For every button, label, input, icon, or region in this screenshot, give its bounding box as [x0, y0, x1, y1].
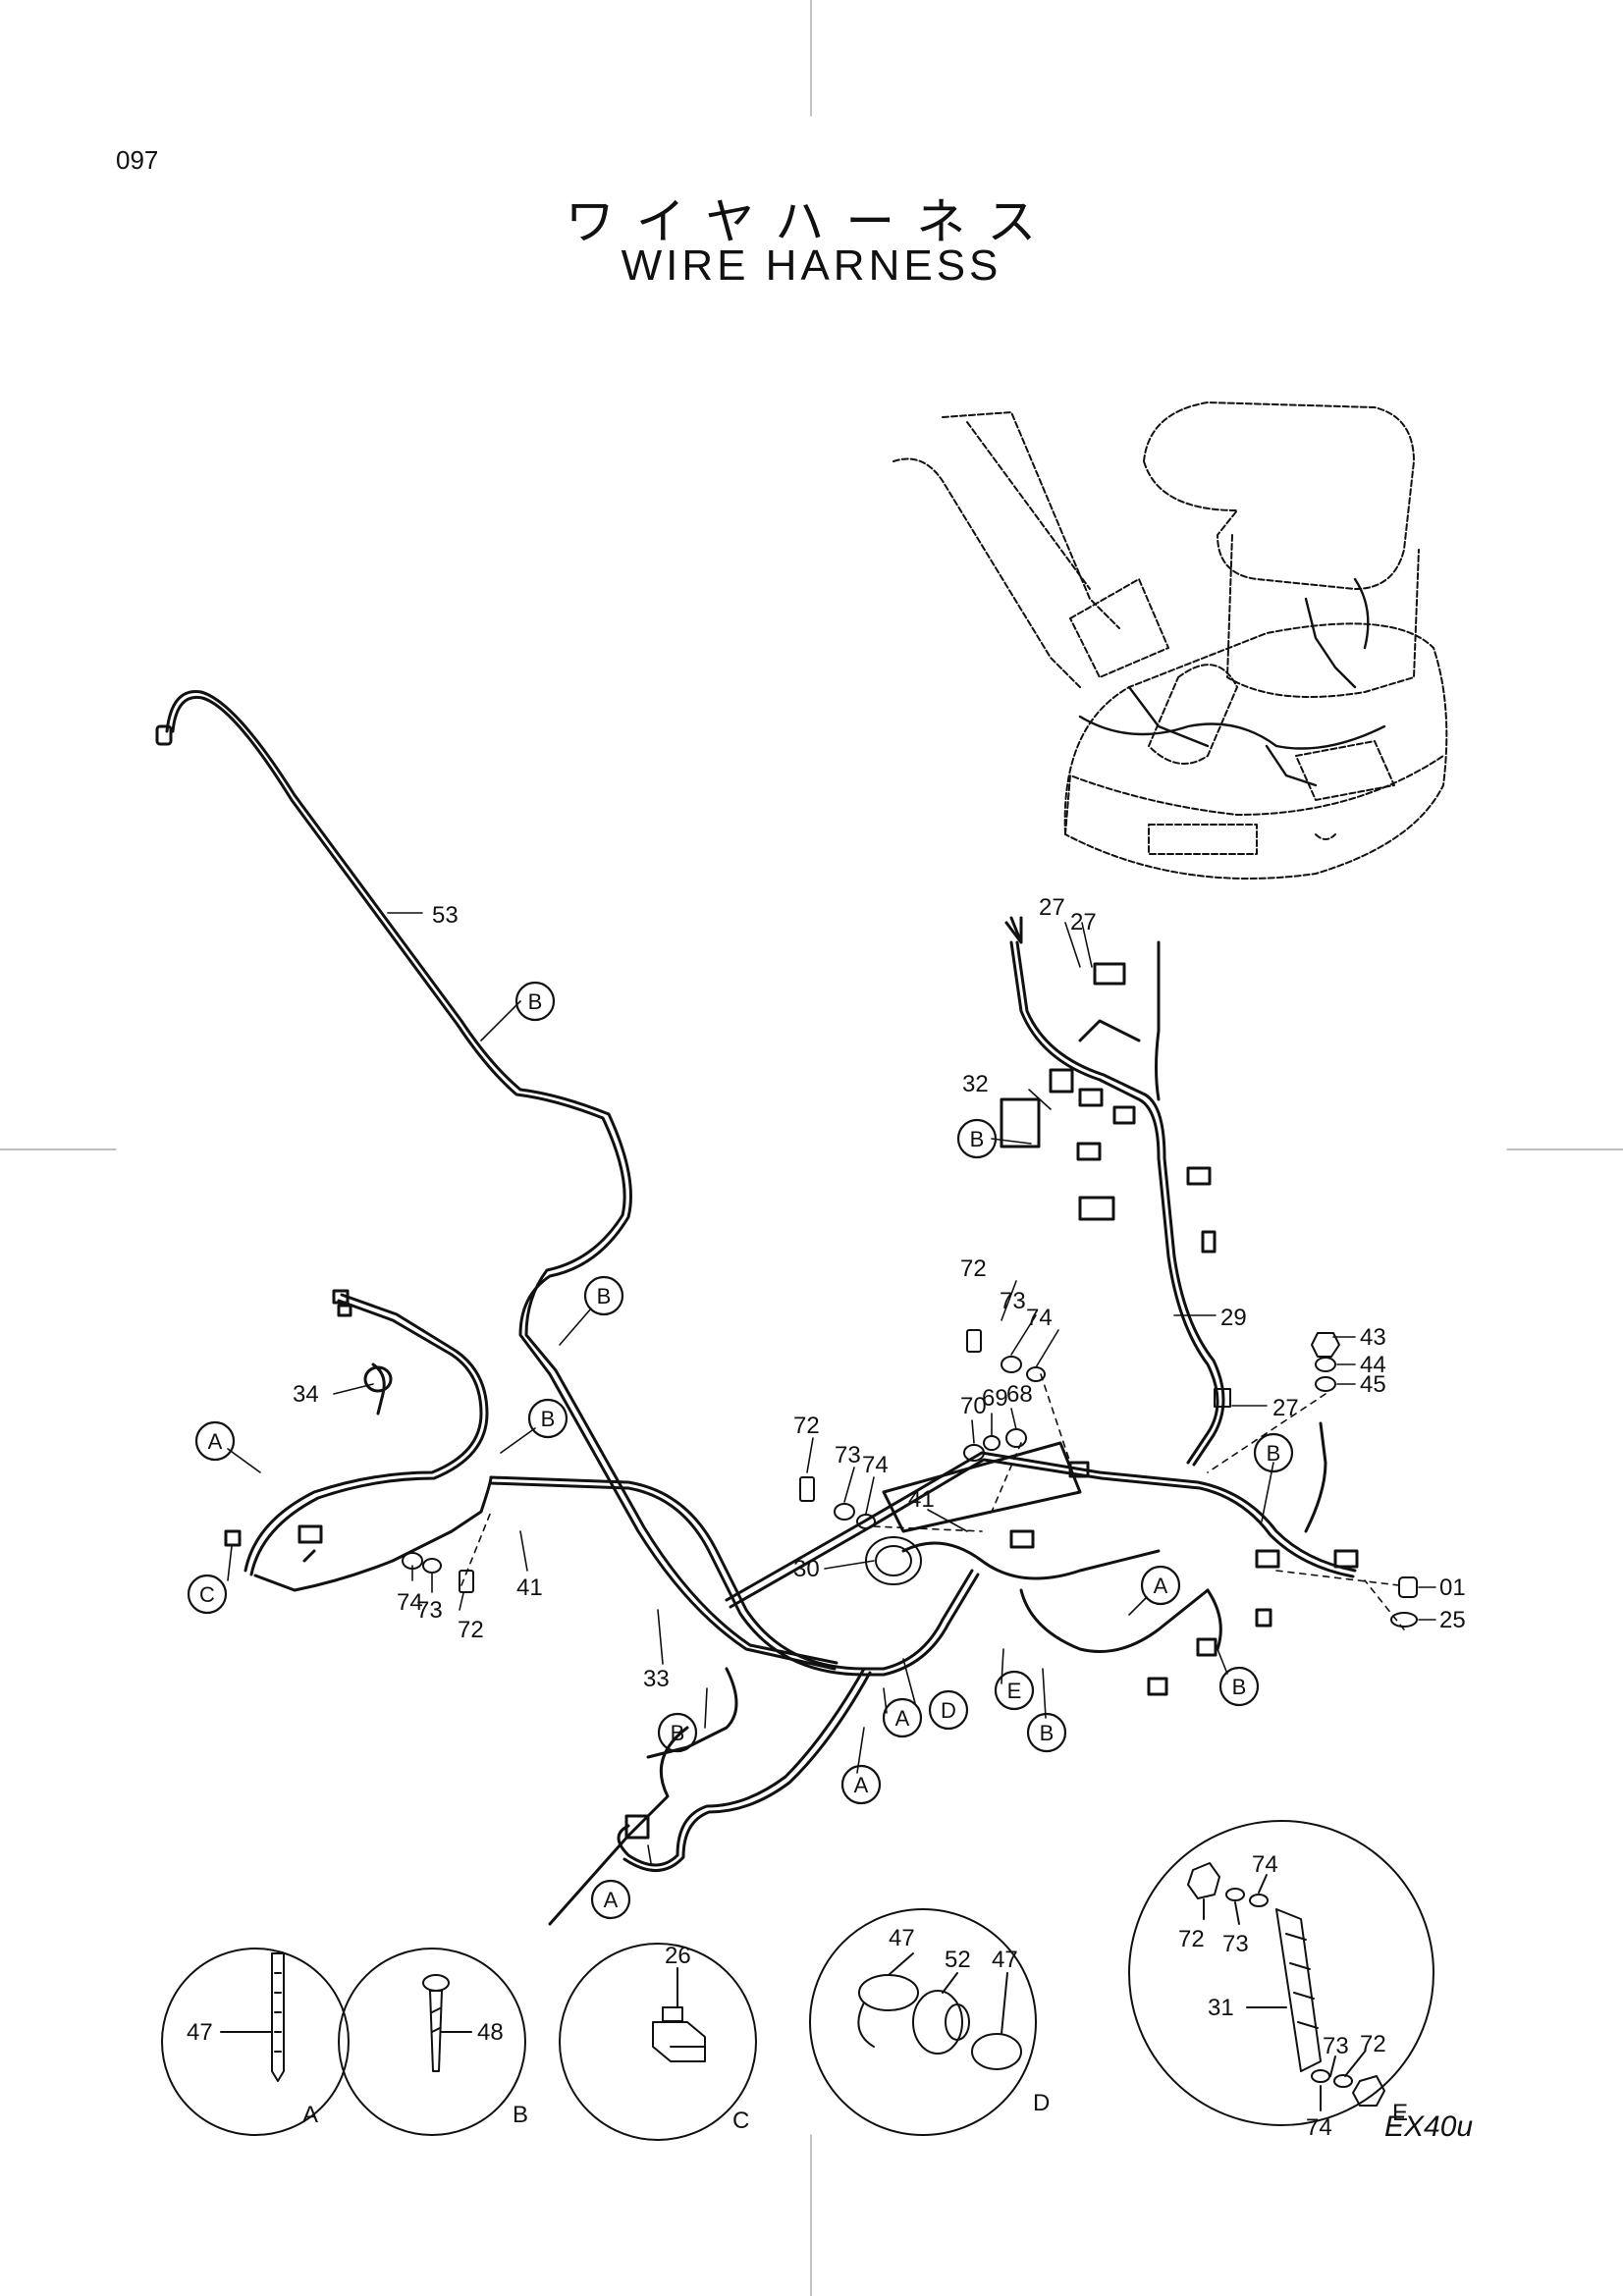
detail-d-label: D	[1033, 2090, 1050, 2116]
callout-44: 44	[1360, 1352, 1386, 1378]
ref-b-1: B	[528, 989, 543, 1014]
callout-leaders	[333, 912, 1436, 1665]
detail-b-clip	[422, 1974, 472, 2072]
harness-29	[1000, 916, 1225, 1467]
excavator-overview-illustration	[893, 401, 1448, 880]
ref-circles	[187, 981, 1294, 1920]
callout-25: 25	[1439, 1607, 1466, 1633]
callout-01: 01	[1439, 1575, 1466, 1601]
overview-harness-wires	[1078, 577, 1386, 787]
ref-b-4: B	[970, 1127, 985, 1151]
callout-45: 45	[1360, 1371, 1386, 1398]
callout-27-a: 27	[1039, 894, 1065, 921]
callout-74-b: 74	[862, 1452, 889, 1478]
ref-a-1: A	[208, 1429, 223, 1454]
callout-32: 32	[962, 1071, 989, 1097]
callout-33: 33	[643, 1666, 670, 1692]
detail-d-part-left: 47	[889, 1925, 915, 1951]
title-english: WIRE HARNESS	[621, 241, 1002, 290]
harness-lower-branch	[617, 1667, 872, 1872]
ref-d-1: D	[941, 1698, 956, 1723]
detail-e-ground-strap	[1187, 1862, 1385, 2111]
ref-b-6: B	[671, 1721, 685, 1745]
ref-a-3: A	[895, 1706, 910, 1731]
ref-b-8: B	[1040, 1721, 1055, 1745]
main-harness	[725, 1421, 1359, 1696]
callout-68: 68	[1006, 1381, 1033, 1408]
detail-e-73-a: 73	[1222, 1931, 1249, 1957]
detail-b-label: B	[513, 2102, 528, 2128]
detail-e-74-a: 74	[1252, 1851, 1278, 1878]
callout-73-c: 73	[416, 1597, 443, 1624]
detail-e-72-b: 72	[1360, 2031, 1386, 2057]
detail-d-part-right: 47	[992, 1947, 1018, 1973]
detail-b-part: 48	[477, 2019, 504, 2046]
callout-73-b: 73	[835, 1442, 861, 1468]
callout-34: 34	[293, 1381, 319, 1408]
detail-c-label: C	[732, 2108, 749, 2134]
callout-69: 69	[982, 1385, 1008, 1412]
detail-d-grommet	[857, 1952, 1022, 2070]
detail-a-label: A	[302, 2102, 318, 2128]
ref-a-4: A	[854, 1773, 869, 1797]
hardware-glyphs	[402, 1329, 1418, 1628]
detail-e-label: E	[1392, 2100, 1408, 2126]
detail-c-connector	[652, 1967, 706, 2062]
detail-texts: 47 A 48 B 26 C 47 52 47 D 72 73 74 31 73…	[187, 1851, 1408, 2141]
callout-43: 43	[1360, 1324, 1386, 1351]
detail-c-part: 26	[665, 1943, 691, 1969]
page-code: 097	[116, 145, 159, 175]
callout-73-a: 73	[1000, 1288, 1026, 1314]
callout-72-a: 72	[960, 1255, 987, 1282]
model-code: EX40u	[1384, 2110, 1474, 2143]
callout-41-b: 41	[516, 1575, 543, 1601]
detail-e-72-a: 72	[1178, 1926, 1205, 1952]
callout-30: 30	[793, 1556, 820, 1582]
ref-b-2: B	[597, 1284, 612, 1308]
callout-72-b: 72	[793, 1413, 820, 1439]
detail-e-73-b: 73	[1323, 2033, 1349, 2059]
harness-53	[155, 690, 839, 1671]
detail-e-74-b: 74	[1306, 2114, 1332, 2141]
callout-70: 70	[960, 1393, 987, 1419]
callout-74-c: 74	[397, 1589, 423, 1616]
callout-74-a: 74	[1026, 1305, 1053, 1331]
harness-34	[224, 1289, 493, 1592]
ref-e-1: E	[1007, 1679, 1022, 1703]
callout-29: 29	[1220, 1305, 1247, 1331]
detail-d-part-mid: 52	[945, 1947, 971, 1973]
ref-a-5: A	[604, 1888, 619, 1912]
detail-e-31: 31	[1208, 1995, 1234, 2021]
callout-27-c: 27	[1272, 1395, 1299, 1421]
ref-letters: B B B B B B B B A A A A A C D E	[199, 989, 1280, 1912]
callout-72-c: 72	[458, 1617, 484, 1643]
detail-circles	[161, 1820, 1434, 2141]
assembly-leader-lines	[460, 1373, 1405, 1630]
harness-33	[489, 1475, 980, 1926]
detail-a-part: 47	[187, 2019, 213, 2046]
callout-numbers: 53 29 27 27 27 32 72 73 74 70 69 68 72 7…	[293, 894, 1466, 1692]
ref-b-3: B	[541, 1407, 556, 1431]
callout-27-b: 27	[1070, 909, 1097, 935]
detail-a-cable-tie	[220, 1952, 285, 2082]
ref-a-2: A	[1154, 1574, 1168, 1598]
callout-41-a: 41	[908, 1486, 935, 1513]
title-japanese: ワイヤハーネス	[565, 193, 1058, 250]
callout-53: 53	[432, 902, 459, 929]
ref-b-7: B	[1232, 1675, 1247, 1699]
ref-b-5: B	[1267, 1441, 1281, 1466]
ref-leaders	[227, 1000, 1274, 1864]
ref-c-1: C	[199, 1582, 215, 1607]
